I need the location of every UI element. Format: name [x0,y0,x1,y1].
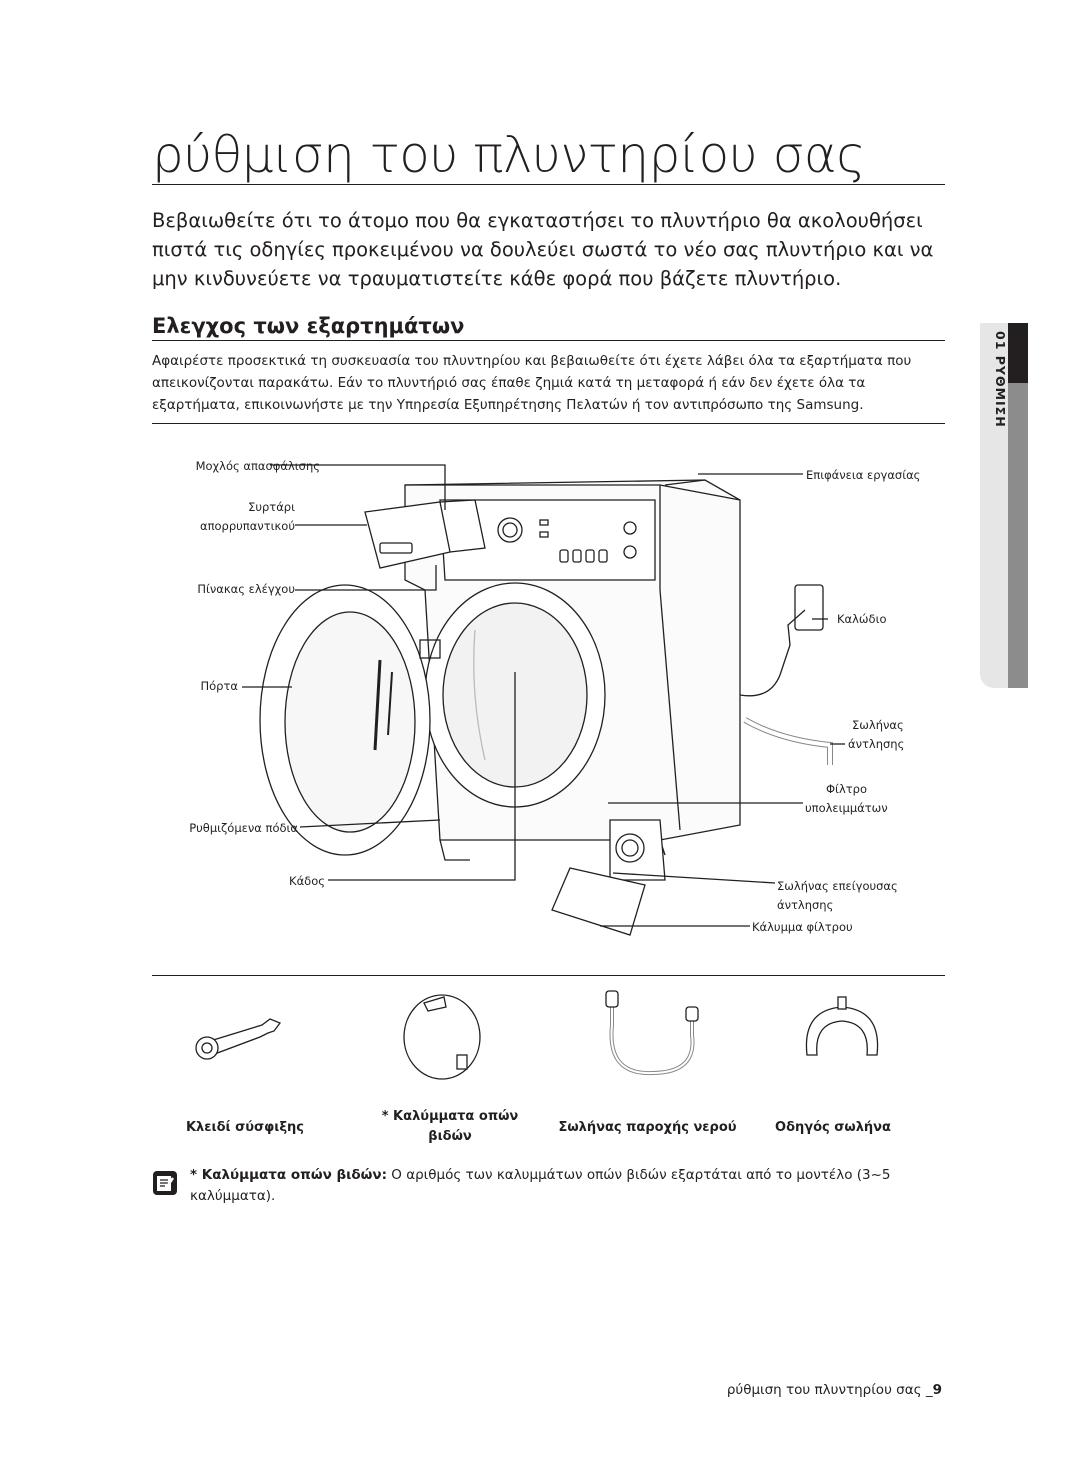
accessories-illustrations [195,990,879,1080]
caption-caps-1: * Καλύμματα οπών [381,1109,519,1124]
page-number: 9 [932,1382,942,1398]
label-drawer-1: Συρτάρι [248,500,295,514]
label-worktop: Επιφάνεια εργασίας [806,468,921,482]
caption-water-hose: Σωλήνας παροχής νερού [558,1120,737,1135]
label-filter-1: Φίλτρο [826,782,868,796]
label-emergency-1: Σωλήνας επείγουσας [777,879,898,893]
label-filter-cover: Κάλυμμα φίλτρου [752,920,853,934]
label-drum: Κάδος [289,874,325,888]
hose-guide-icon [805,996,879,1056]
washing-machine-illustration [242,464,845,936]
spanner-icon [195,1018,282,1060]
label-feet: Ρυθμιζόμενα πόδια [189,821,298,835]
caption-caps-2: βιδών [428,1129,472,1144]
caption-hose-guide: Οδηγός σωλήνα [775,1120,891,1135]
label-drawer-2: απορρυπαντικού [199,519,295,533]
section-rule [152,340,945,341]
label-hose-1: Σωλήνας [852,718,904,732]
diagram-top-rule [152,423,945,424]
footer-text: ρύθμιση του πλυντηρίου σας _ [726,1382,933,1398]
label-cable: Καλώδιο [837,612,887,626]
note-icon [153,1171,177,1195]
caption-spanner: Κλειδί σύσφιξης [185,1120,305,1135]
section-body: Αφαιρέστε προσεκτικά τη συσκευασία του π… [152,353,912,413]
water-supply-hose-icon [605,990,699,1076]
label-door: Πόρτα [200,679,239,693]
washing-machine-diagram: Μοχλός απασφάλισης Συρτάρι απορρυπαντικο… [140,440,960,960]
page-title: ρύθμιση του πλυντηρίου σας [152,126,866,184]
title-rule [152,184,945,185]
chapter-tab-bar [1008,383,1028,688]
accessories-row [152,985,945,1085]
label-control-panel: Πίνακας ελέγχου [197,582,295,596]
note-body: Ο αριθμός των καλυμμάτων οπών βιδών εξαρ… [190,1167,891,1204]
bolt-cap-icon [403,994,481,1080]
label-lock-lever: Μοχλός απασφάλισης [195,459,320,473]
note-text: * Καλύμματα οπών βιδών: Ο αριθμός των κα… [190,1165,930,1207]
chapter-tab-marker [1008,323,1028,383]
chapter-tab: 01 ΡΥΘΜΙΣΗ [980,323,1028,688]
section-heading: Ελεγχος των εξαρτημάτων [152,314,465,338]
note-bold: * Καλύμματα οπών βιδών: [190,1167,387,1183]
intro-paragraph: Βεβαιωθείτε ότι το άτομο που θα εγκαταστ… [152,209,934,290]
page-footer: ρύθμιση του πλυντηρίου σας _9 [727,1382,942,1398]
label-emergency-2: άντλησης [777,898,834,912]
chapter-tab-label: 01 ΡΥΘΜΙΣΗ [993,331,1008,428]
chapter-tab-background [980,323,1008,688]
label-filter-2: υπολειμμάτων [805,801,888,815]
label-hose-2: άντλησης [848,737,905,751]
accessories-top-rule [152,975,945,976]
